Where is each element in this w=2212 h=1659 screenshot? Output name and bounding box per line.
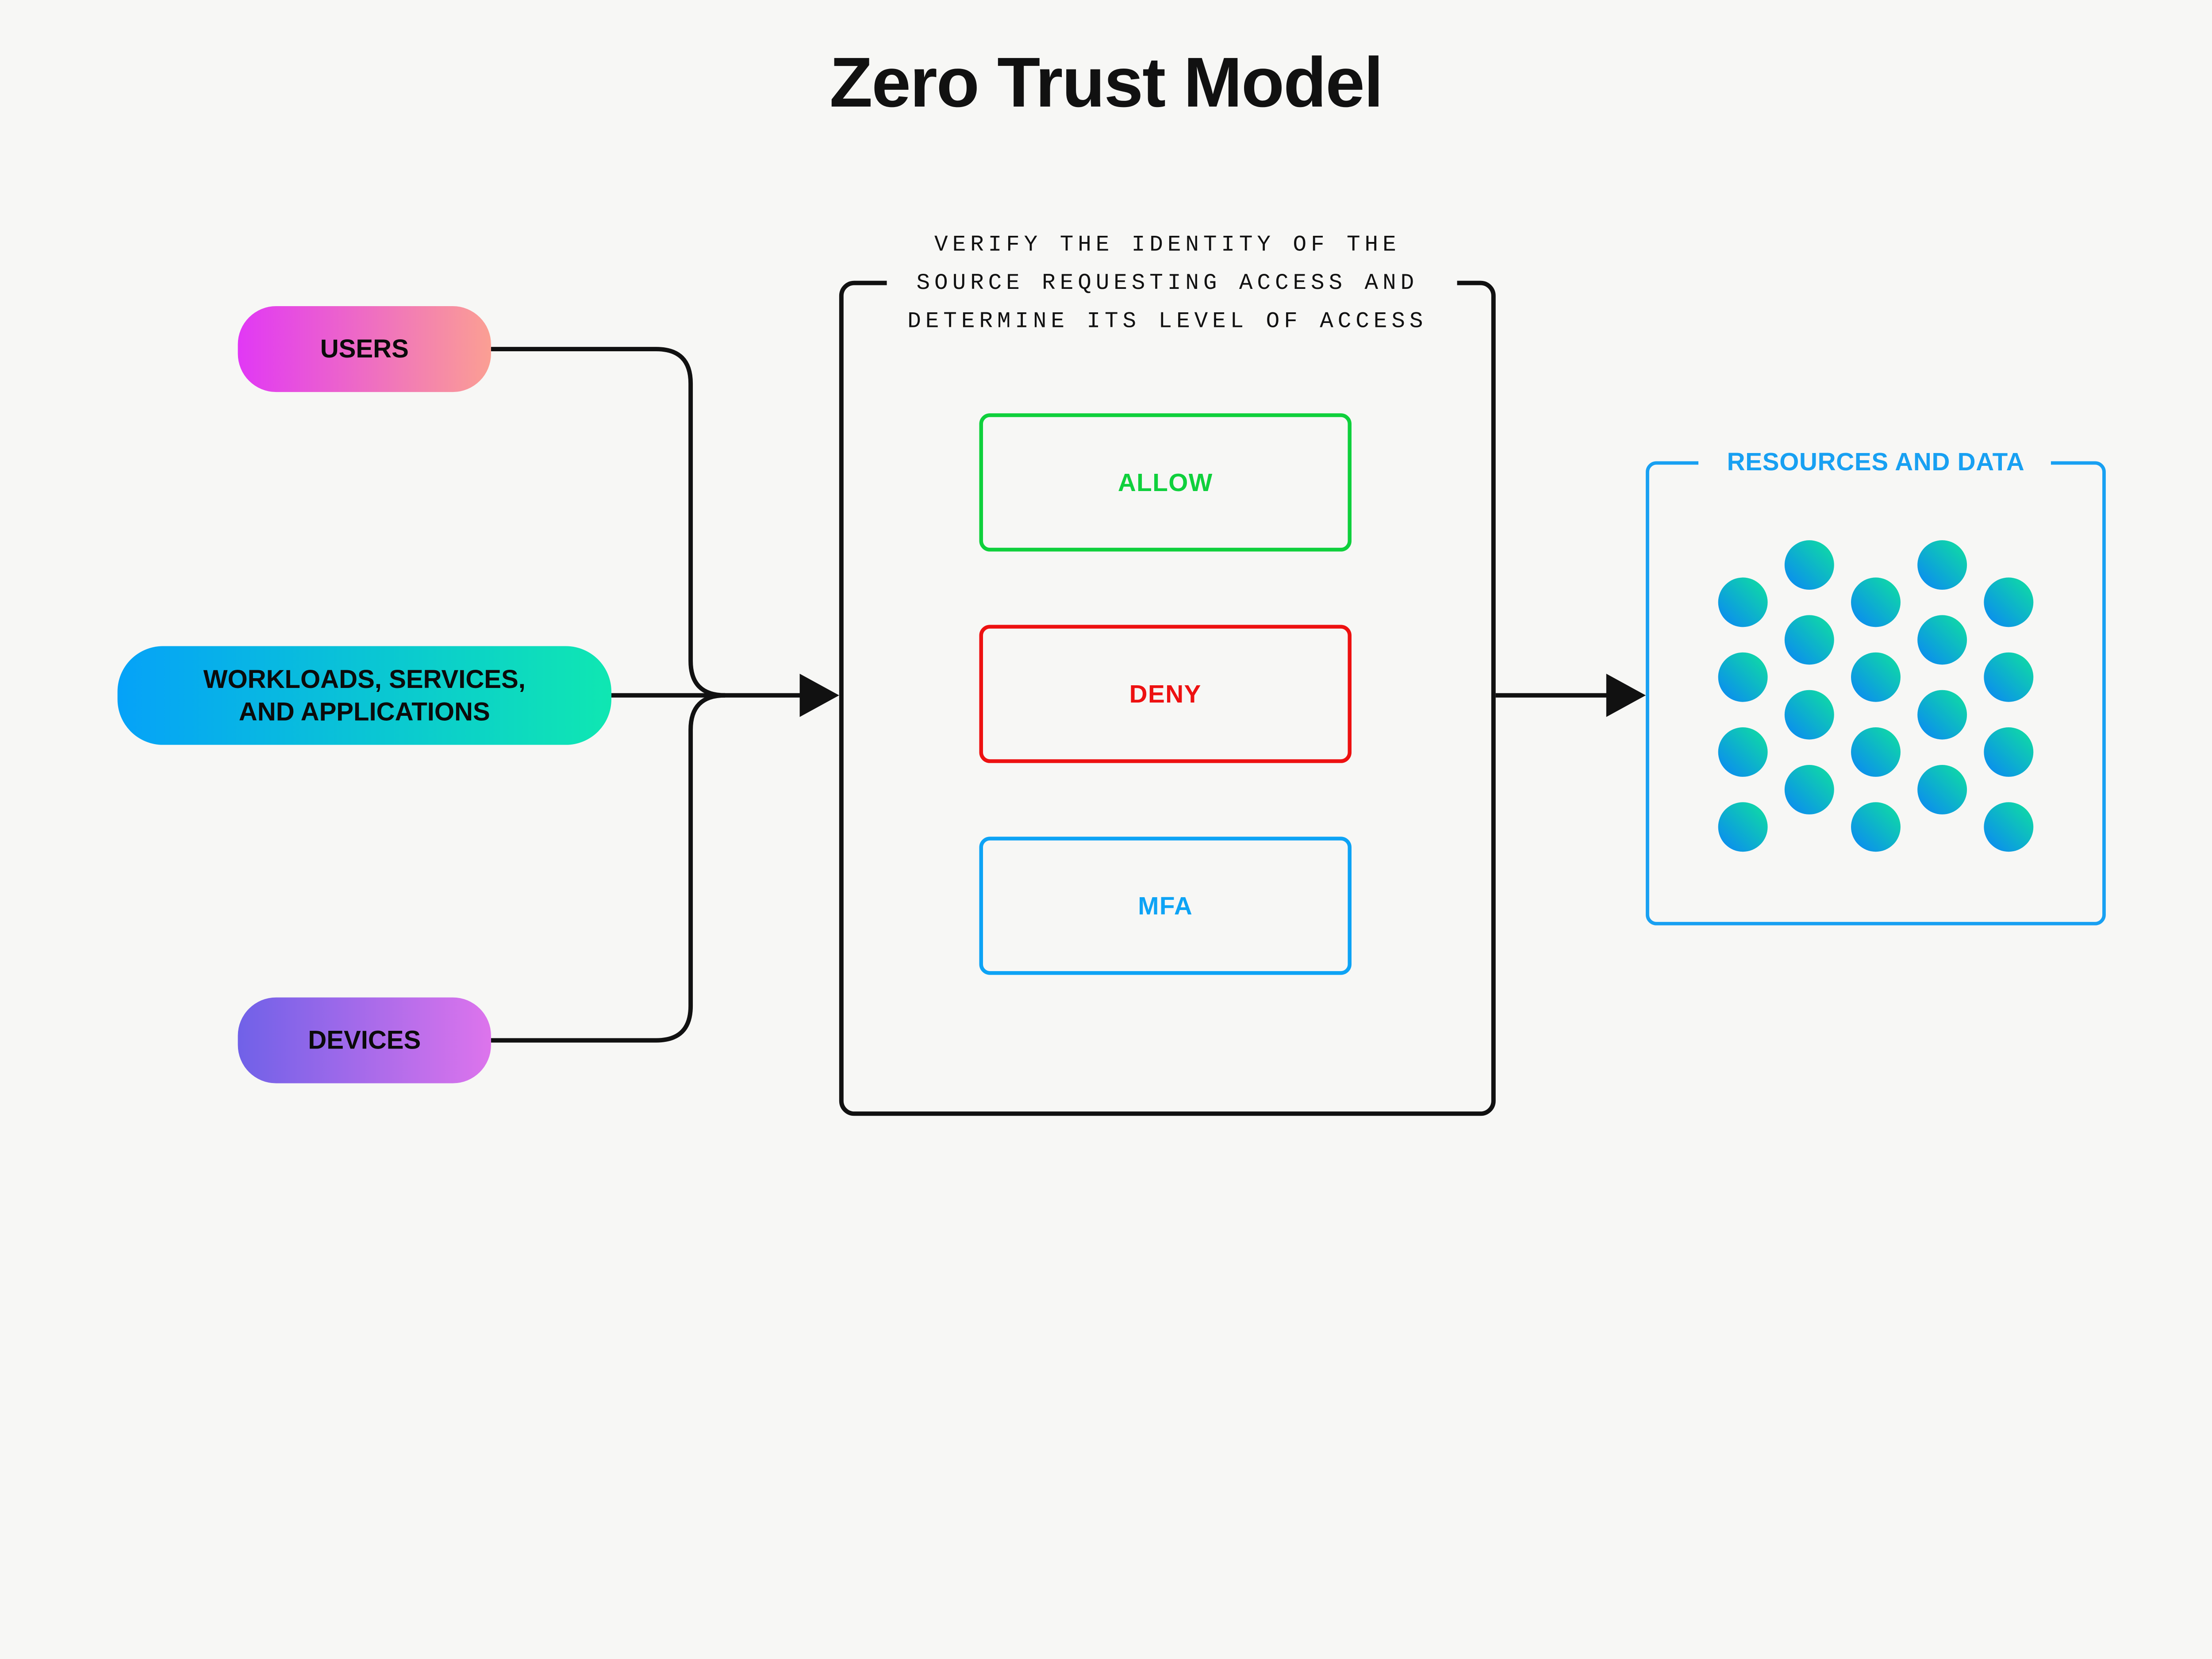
resource-dot xyxy=(1984,802,2034,852)
verification-caption: VERIFY THE IDENTITY OF THE SOURCE REQUES… xyxy=(907,232,1428,334)
source-pill-workloads: WORKLOADS, SERVICES, AND APPLICATIONS xyxy=(117,646,611,745)
resource-dot xyxy=(1917,615,1967,665)
source-pill-devices: DEVICES xyxy=(238,997,491,1083)
merge-arrowhead-icon xyxy=(799,673,839,717)
resource-dot xyxy=(1718,802,1768,852)
resource-dot xyxy=(1851,577,1901,627)
source-pill-users-label: USERS xyxy=(320,334,409,363)
resource-dot xyxy=(1784,690,1834,740)
source-pill-devices-label: DEVICES xyxy=(308,1026,421,1055)
outcome-deny-label: DENY xyxy=(1129,680,1202,708)
connector-devices-line xyxy=(491,693,726,1043)
connector-lines xyxy=(491,347,1646,1043)
source-pill-users: USERS xyxy=(238,306,491,392)
resource-dot xyxy=(1784,615,1834,665)
resources-border-gap xyxy=(1698,453,2051,472)
resource-dot xyxy=(1784,764,1834,814)
resource-dot xyxy=(1917,764,1967,814)
resource-dot xyxy=(1784,540,1834,590)
outcome-allow-label: ALLOW xyxy=(1118,468,1213,496)
connector-users-line xyxy=(491,347,726,698)
resource-dot xyxy=(1718,577,1768,627)
resource-dot xyxy=(1851,727,1901,777)
outcome-box-allow: ALLOW xyxy=(979,413,1352,552)
verification-border-gap xyxy=(887,273,1457,291)
resource-dot xyxy=(1718,652,1768,702)
resources-arrowhead-icon xyxy=(1606,673,1646,717)
source-pill-workloads-label: WORKLOADS, SERVICES, AND APPLICATIONS xyxy=(203,664,526,726)
outcome-box-mfa: MFA xyxy=(979,837,1352,975)
resource-dot xyxy=(1851,652,1901,702)
resource-dot xyxy=(1917,690,1967,740)
resource-dot xyxy=(1984,652,2034,702)
resource-dot xyxy=(1984,727,2034,777)
resource-dot xyxy=(1718,727,1768,777)
resources-label: RESOURCES AND DATA xyxy=(1727,448,2025,476)
resource-dot xyxy=(1917,540,1967,590)
stage: Zero Trust Model USERS WORKLOADS, SERVIC… xyxy=(117,42,2106,1116)
resource-dot xyxy=(1851,802,1901,852)
outcome-box-deny: DENY xyxy=(979,625,1352,763)
page-title: Zero Trust Model xyxy=(830,42,1383,122)
resource-dot xyxy=(1984,577,2034,627)
outcome-mfa-label: MFA xyxy=(1138,891,1193,920)
zero-trust-diagram: Zero Trust Model USERS WORKLOADS, SERVIC… xyxy=(117,42,2106,1116)
